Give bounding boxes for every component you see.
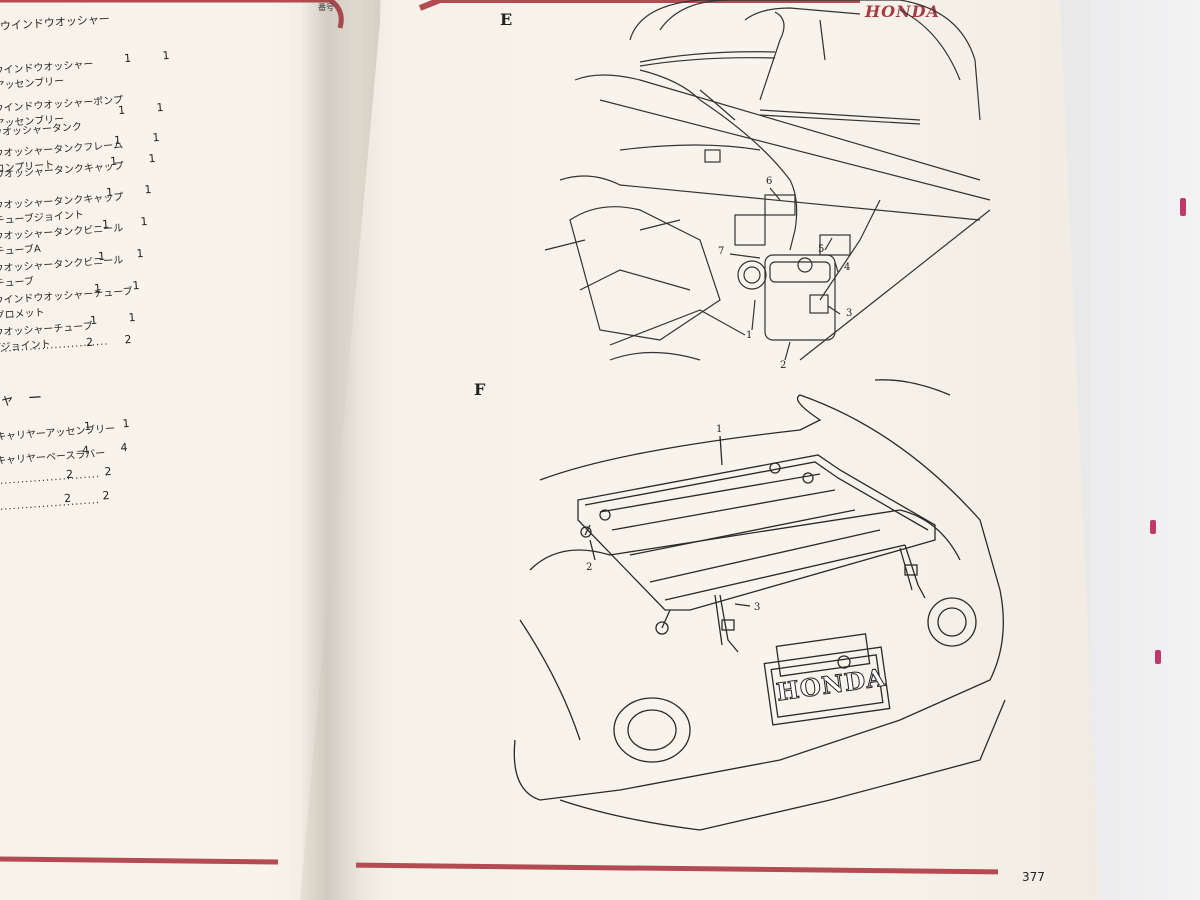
callout-f-3: 3 xyxy=(754,602,761,613)
callout-e-1: 1 xyxy=(746,330,753,341)
callout-e-5: 5 xyxy=(818,244,825,255)
callout-f-2: 2 xyxy=(586,562,593,573)
bookmark-edge-low xyxy=(1155,650,1161,664)
bookmark-edge-top xyxy=(1180,198,1186,216)
callout-e-7: 7 xyxy=(718,246,725,257)
bookmark-edge-mid xyxy=(1150,520,1156,534)
figure-f-label: F xyxy=(474,380,486,399)
figure-e-label: E xyxy=(500,10,513,29)
header-fragment: 番号 xyxy=(318,3,334,12)
callout-e-4: 4 xyxy=(844,262,851,273)
left-page-header-rule xyxy=(0,0,344,29)
callout-e-2: 2 xyxy=(780,360,787,371)
callout-e-3: 3 xyxy=(846,308,853,319)
page-stack-edge xyxy=(1090,0,1200,900)
callout-f-1: 1 xyxy=(716,424,723,435)
callout-e-6: 6 xyxy=(766,176,773,187)
right-page xyxy=(300,0,1100,900)
page-number: 377 xyxy=(1022,870,1045,884)
